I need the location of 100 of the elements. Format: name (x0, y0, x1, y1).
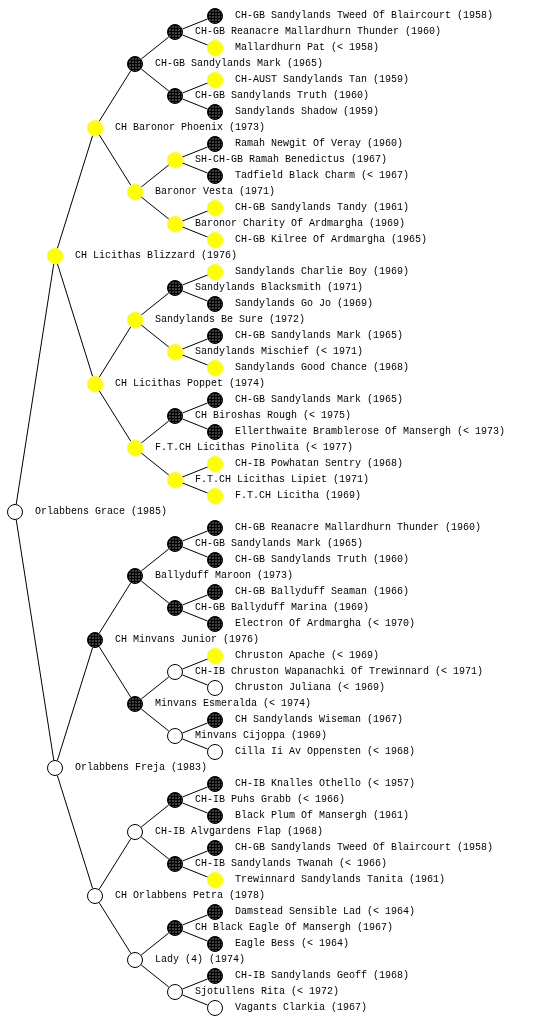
name-label: CH-GB Sandylands Tandy (1961) (235, 203, 410, 213)
name-label: Chruston Juliana (< 1969) (235, 683, 386, 693)
name-label: CH Black Eagle Of Mansergh (1967) (195, 923, 394, 933)
connector-line (140, 580, 170, 604)
name-label: CH-GB Kilree Of Ardmargha (1965) (235, 235, 428, 245)
name-label: Ramah Newgit Of Veray (1960) (235, 139, 404, 149)
connector-line (181, 674, 209, 686)
connector-line (56, 775, 94, 889)
connector-line (181, 146, 209, 158)
name-label: SH-CH-GB Ramah Benedictus (1967) (195, 155, 388, 165)
connector-line (181, 162, 209, 174)
name-label: Black Plum Of Mansergh (1961) (235, 811, 410, 821)
name-label: CH-IB Sandylands Twanah (< 1966) (195, 859, 388, 869)
name-label: CH-AUST Sandylands Tan (1959) (235, 75, 410, 85)
name-label: Minvans Cijoppa (1969) (195, 731, 328, 741)
connector-line (181, 738, 209, 750)
name-label: Electron Of Ardmargha (< 1970) (235, 619, 416, 629)
name-label: CH-IB Sandylands Geoff (1968) (235, 971, 410, 981)
name-label: CH-GB Sandylands Tweed Of Blaircourt (1958) (235, 11, 494, 21)
name-label: CH-GB Reanacre Mallardhurn Thunder (1960) (235, 523, 482, 533)
connector-line (181, 402, 209, 414)
connector-line (98, 838, 132, 890)
connector-line (98, 646, 132, 698)
name-label: Orlabbens Freja (1983) (75, 763, 208, 773)
connector-line (181, 82, 209, 94)
name-label: Lady (4) (1974) (155, 955, 245, 965)
connector-line (98, 326, 132, 378)
name-label: CH-GB Sandylands Mark (1965) (235, 395, 404, 405)
connector-line (181, 930, 209, 942)
connector-line (140, 804, 170, 828)
name-label: CH-IB Puhs Grabb (< 1966) (195, 795, 346, 805)
connector-line (181, 274, 209, 286)
connector-line (56, 263, 94, 377)
name-label: CH-IB Powhatan Sentry (1968) (235, 459, 404, 469)
connector-line (181, 338, 209, 350)
name-label: CH-GB Sandylands Truth (1960) (195, 91, 370, 101)
connector-line (181, 978, 209, 990)
connector-line (15, 263, 55, 505)
connector-line (140, 324, 170, 348)
connector-line (181, 34, 209, 46)
name-label: F.T.CH Licithas Lipiet (1971) (195, 475, 370, 485)
connector-line (181, 994, 209, 1006)
name-label: CH Licithas Poppet (1974) (115, 379, 266, 389)
connector-line (181, 786, 209, 798)
name-label: Sjotullens Rita (< 1972) (195, 987, 340, 997)
name-label: CH Orlabbens Petra (1978) (115, 891, 266, 901)
connector-line (181, 530, 209, 542)
connector-line (140, 36, 170, 60)
name-label: CH Baronor Phoenix (1973) (115, 123, 266, 133)
name-label: Vagants Clarkia (1967) (235, 1003, 368, 1013)
name-label: F.T.CH Licitha (1969) (235, 491, 362, 501)
connector-line (181, 866, 209, 878)
name-label: F.T.CH Licithas Pinolita (< 1977) (155, 443, 354, 453)
name-label: Chruston Apache (< 1969) (235, 651, 380, 661)
name-label: CH-GB Sandylands Mark (1965) (155, 59, 324, 69)
name-label: Sandylands Good Chance (1968) (235, 363, 410, 373)
connector-line (98, 902, 132, 954)
connector-line (140, 964, 170, 988)
connector-line (181, 802, 209, 814)
name-label: Trewinnard Sandylands Tanita (1961) (235, 875, 446, 885)
connector-line (140, 68, 170, 92)
connector-line (181, 546, 209, 558)
name-label: Sandylands Be Sure (1972) (155, 315, 306, 325)
name-label: CH-GB Ballyduff Marina (1969) (195, 603, 370, 613)
connector-line (181, 18, 209, 30)
connector-line (181, 658, 209, 670)
name-label: CH-IB Chruston Wapanachki Of Trewinnard (< 1971) (195, 667, 484, 677)
name-label: Mallardhurn Pat (< 1958) (235, 43, 380, 53)
name-label: CH-GB Sandylands Truth (1960) (235, 555, 410, 565)
name-label: Eagle Bess (< 1964) (235, 939, 350, 949)
connector-line (140, 452, 170, 476)
connector-line (181, 610, 209, 622)
connector-line (181, 914, 209, 926)
name-label: Sandylands Blacksmith (1971) (195, 283, 364, 293)
name-label: CH Licithas Blizzard (1976) (75, 251, 238, 261)
name-label: Orlabbens Grace (1985) (35, 507, 168, 517)
name-label: Tadfield Black Charm (< 1967) (235, 171, 410, 181)
connector-line (181, 722, 209, 734)
connector-line (181, 354, 209, 366)
connector-line (98, 390, 132, 442)
name-label: Ellerthwaite Bramblerose Of Mansergh (< 1973) (235, 427, 506, 437)
name-label: CH Minvans Junior (1976) (115, 635, 260, 645)
name-label: CH Sandylands Wiseman (1967) (235, 715, 404, 725)
connector-line (181, 594, 209, 606)
connector-line (98, 134, 132, 186)
connector-line (181, 466, 209, 478)
connector-line (181, 226, 209, 238)
connector-line (140, 548, 170, 572)
name-label: CH-GB Sandylands Mark (1965) (195, 539, 364, 549)
connector-line (140, 420, 170, 444)
name-label: Sandylands Shadow (1959) (235, 107, 380, 117)
name-label: Baronor Charity Of Ardmargha (1969) (195, 219, 406, 229)
connector-line (140, 708, 170, 732)
name-label: Cilla Ii Av Oppensten (< 1968) (235, 747, 416, 757)
name-label: CH-GB Sandylands Tweed Of Blaircourt (1958) (235, 843, 494, 853)
connector-line (56, 647, 94, 761)
name-label: Baronor Vesta (1971) (155, 187, 276, 197)
connector-line (98, 70, 132, 122)
name-label: Sandylands Go Jo (1969) (235, 299, 374, 309)
connector-line (140, 164, 170, 188)
